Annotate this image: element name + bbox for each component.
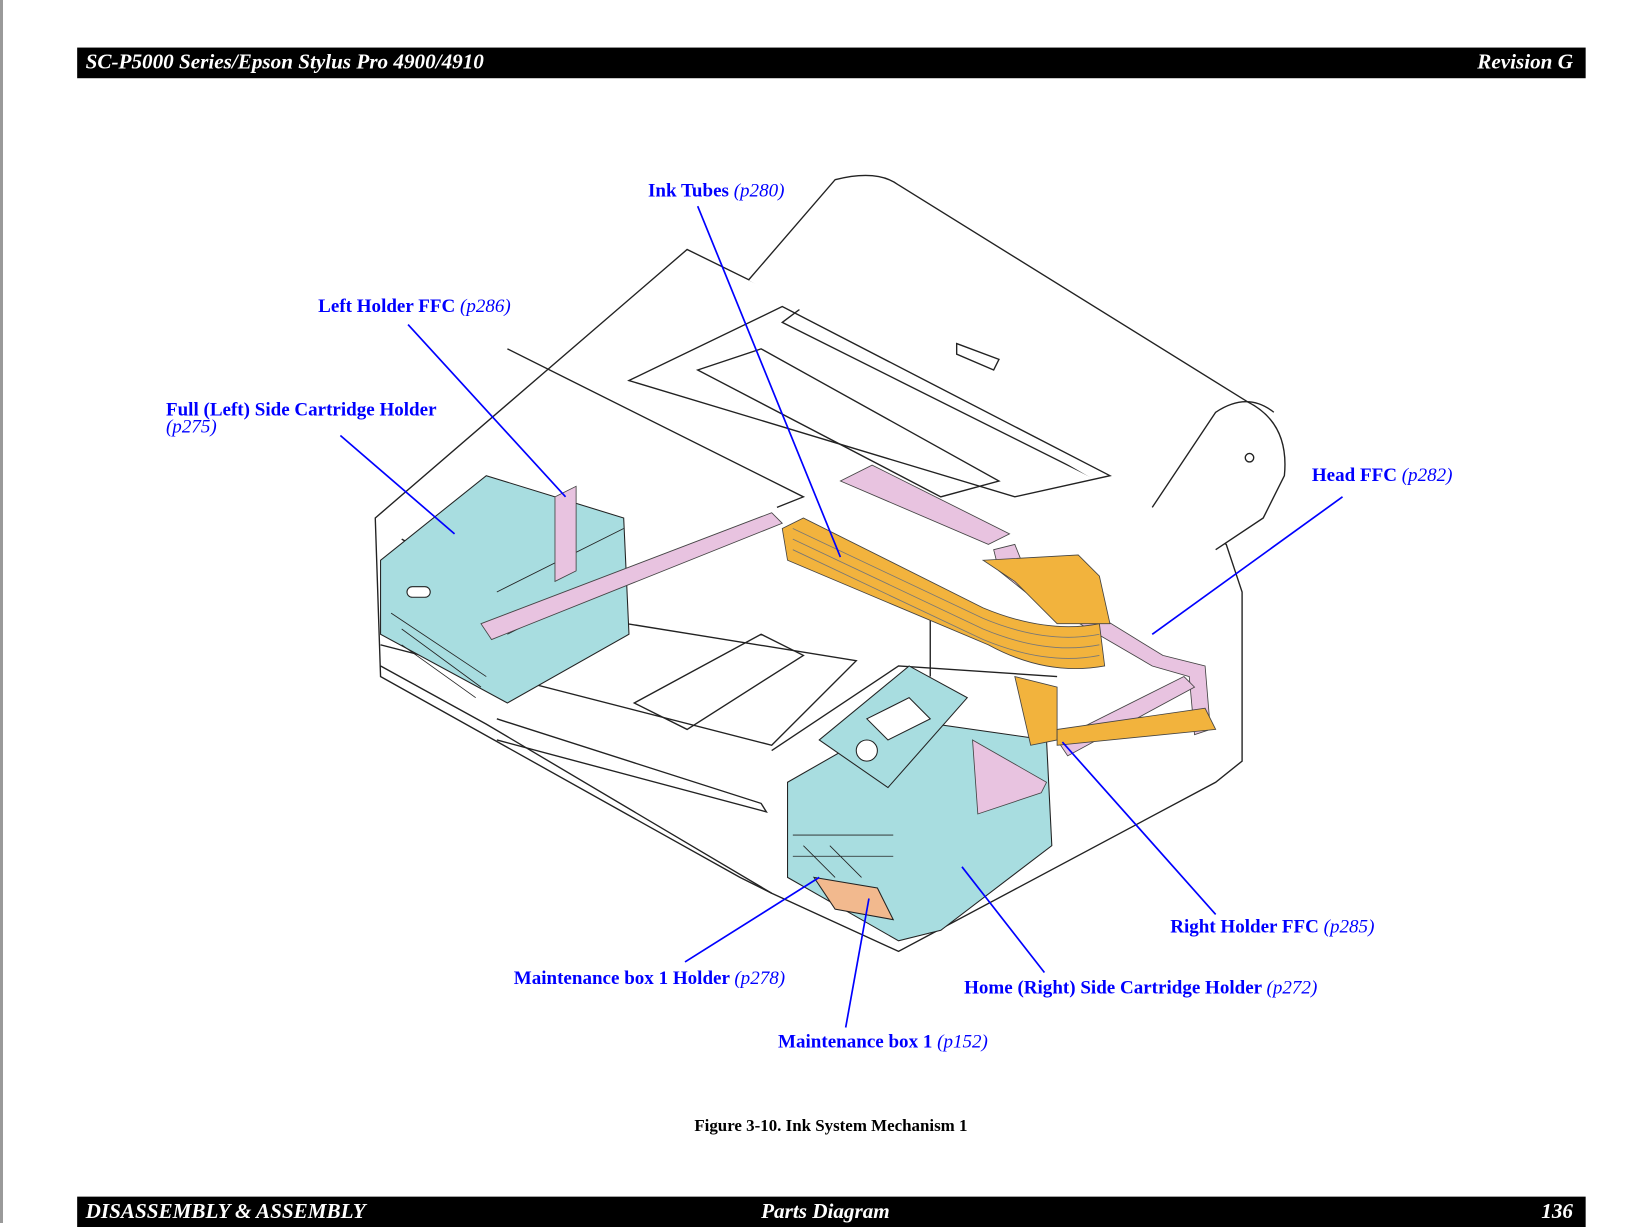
callout-left-cartridge-holder[interactable]: Full (Left) Side Cartridge Holder(p275) <box>166 399 437 441</box>
leader-lines <box>339 205 1344 1028</box>
callout-label: Head FFC <box>1311 464 1397 486</box>
leader-head-ffc <box>1151 496 1344 635</box>
page-link[interactable]: (p152) <box>937 1030 988 1052</box>
document-title: SC-P5000 Series/Epson Stylus Pro 4900/49… <box>85 50 484 74</box>
footer-section: DISASSEMBLY & ASSEMBLY <box>85 1199 366 1224</box>
revision: Revision G <box>1477 50 1573 74</box>
callout-ink-tubes[interactable]: Ink Tubes (p280) <box>648 180 784 201</box>
callout-maintenance-box-holder[interactable]: Maintenance box 1 Holder (p278) <box>514 967 785 988</box>
page-number: 136 <box>1541 1199 1573 1224</box>
page-link[interactable]: (p272) <box>1266 976 1318 998</box>
callout-head-ffc[interactable]: Head FFC (p282) <box>1312 464 1453 485</box>
callout-label: Home (Right) Side Cartridge Holder <box>964 976 1262 998</box>
callout-label: Maintenance box 1 <box>778 1030 933 1052</box>
page-link[interactable]: (p285) <box>1323 915 1375 937</box>
leader-right-holder-ffc <box>1061 741 1217 915</box>
page-link[interactable]: (p282) <box>1401 464 1453 486</box>
callout-label: Ink Tubes <box>648 179 729 201</box>
ink-tubes <box>781 517 1217 746</box>
viewer-left-edge <box>0 0 3 1223</box>
page-link[interactable]: (p275) <box>165 415 217 437</box>
page-link[interactable]: (p286) <box>459 294 511 317</box>
leader-left-holder-ffc <box>407 323 567 498</box>
leader-ink-tubes <box>696 205 842 558</box>
page-link[interactable]: (p278) <box>734 967 786 989</box>
callout-right-cartridge-holder[interactable]: Home (Right) Side Cartridge Holder (p272… <box>964 977 1317 998</box>
callout-label: Right Holder FFC <box>1170 915 1319 937</box>
page-footer: DISASSEMBLY & ASSEMBLY Parts Diagram 136 <box>77 1196 1586 1227</box>
callout-maintenance-box[interactable]: Maintenance box 1 (p152) <box>778 1031 988 1052</box>
leader-maintenance-box <box>844 898 870 1028</box>
maintenance-box <box>812 876 895 921</box>
callout-right-holder-ffc[interactable]: Right Holder FFC (p285) <box>1170 915 1374 936</box>
figure-caption: Figure 3-10. Ink System Mechanism 1 <box>694 1117 968 1136</box>
leader-maintenance-box-holder <box>684 876 820 963</box>
callout-label: Maintenance box 1 Holder <box>513 967 730 989</box>
callout-left-holder-ffc[interactable]: Left Holder FFC (p286) <box>318 295 511 316</box>
leader-left-cartridge-holder <box>339 434 456 535</box>
page-header: SC-P5000 Series/Epson Stylus Pro 4900/49… <box>77 47 1586 79</box>
leader-right-cartridge-holder <box>961 866 1046 974</box>
callout-label: Full (Left) Side Cartridge Holder <box>165 398 437 420</box>
callout-label: Left Holder FFC <box>318 294 456 317</box>
page-link[interactable]: (p280) <box>733 179 785 201</box>
footer-subsection: Parts Diagram <box>761 1199 890 1224</box>
